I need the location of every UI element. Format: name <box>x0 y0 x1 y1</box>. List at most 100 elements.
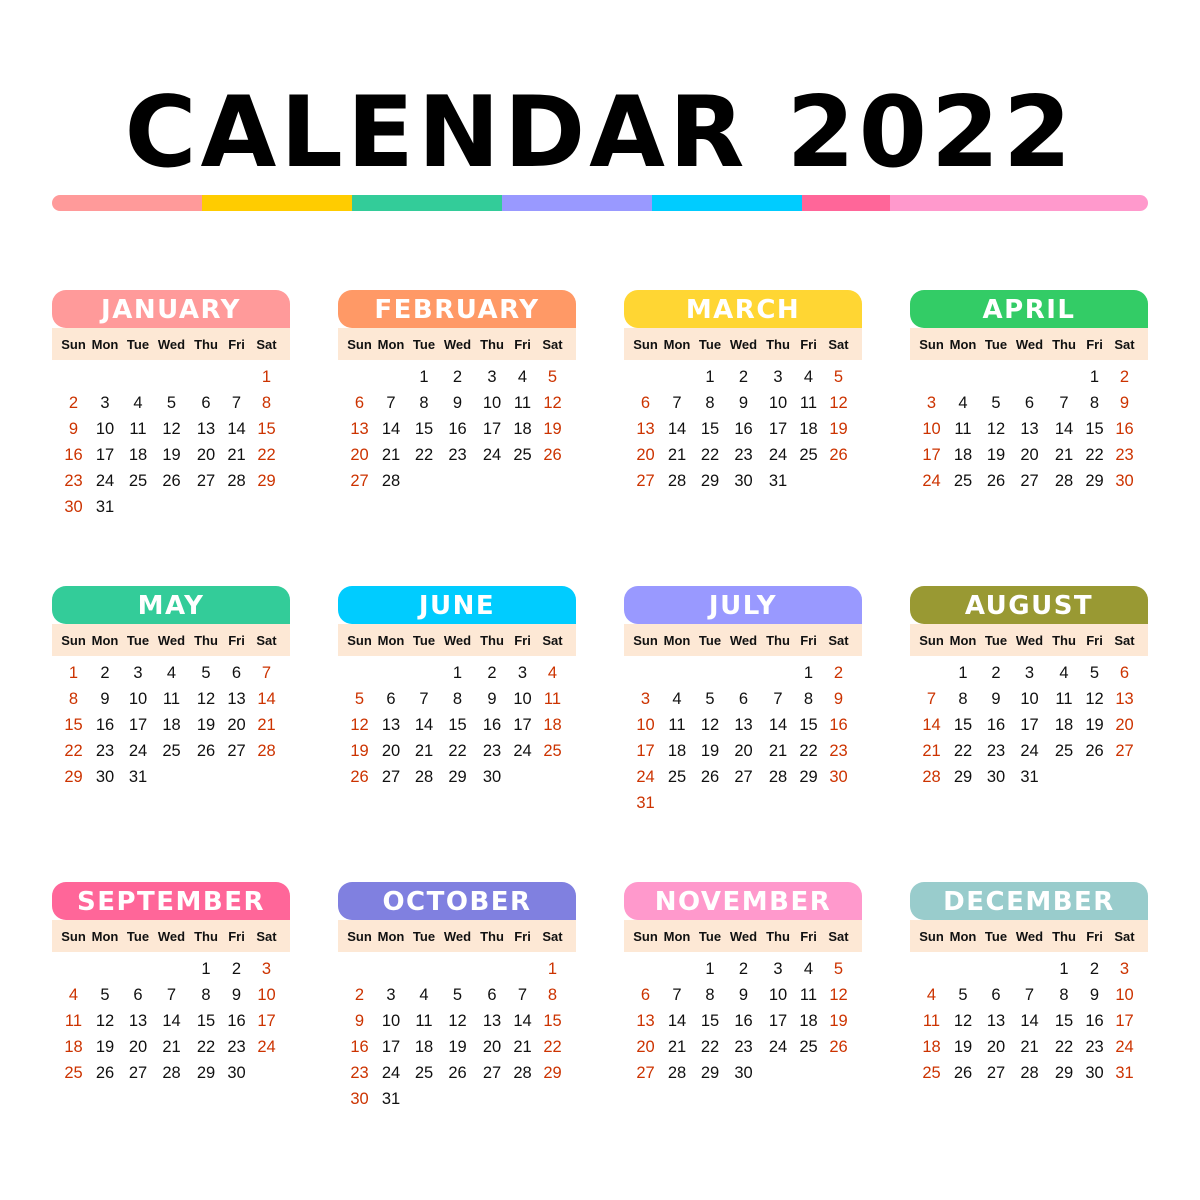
day-cell: 10 <box>922 420 941 438</box>
weekday-label: Thu <box>480 336 504 352</box>
day-cell: 19 <box>448 1038 467 1056</box>
day-cell: 4 <box>958 394 968 412</box>
day-cell: 22 <box>1054 1038 1074 1056</box>
day-cell: 27 <box>986 1064 1006 1082</box>
weekday-label: Mon <box>377 632 405 648</box>
empty-cell <box>660 364 694 390</box>
day-cell: 22 <box>700 446 720 464</box>
day-cell: 25 <box>543 742 562 760</box>
day-cell: 14 <box>257 690 276 708</box>
day-cell: 18 <box>64 1038 83 1056</box>
day-cell: 7 <box>517 986 528 1004</box>
empty-cell <box>440 956 475 982</box>
empty-cell <box>917 364 946 390</box>
day-cell: 10 <box>513 690 532 708</box>
day-cell: 4 <box>803 960 814 978</box>
day-cell: 7 <box>672 986 682 1004</box>
empty-cell <box>980 364 1012 390</box>
day-cell: 28 <box>667 1064 687 1082</box>
month-title: SEPTEMBER <box>52 882 290 920</box>
day-cell: 12 <box>829 986 848 1004</box>
day-cell: 3 <box>133 664 143 682</box>
day-cell: 31 <box>1115 1064 1134 1082</box>
day-cell: 4 <box>517 368 528 386</box>
day-cell: 4 <box>926 986 937 1004</box>
weekday-label: Mon <box>663 336 691 352</box>
day-cell: 28 <box>922 768 941 786</box>
day-cell: 23 <box>227 1038 246 1056</box>
stripe-segment <box>652 195 802 211</box>
day-cell: 25 <box>162 742 181 760</box>
day-cell: 11 <box>668 716 686 734</box>
day-cell: 4 <box>133 394 143 412</box>
day-cell: 11 <box>415 1012 433 1030</box>
day-cell: 8 <box>1089 394 1100 412</box>
day-cell: 22 <box>64 742 83 760</box>
day-cell: 15 <box>414 420 434 438</box>
day-cell: 6 <box>640 986 651 1004</box>
day-cell: 9 <box>738 986 749 1004</box>
day-cell: 7 <box>672 394 682 412</box>
day-cell: 14 <box>381 420 401 438</box>
day-cell: 25 <box>1054 742 1074 760</box>
day-cell: 3 <box>1024 664 1035 682</box>
weekday-label: Tue <box>126 928 150 944</box>
day-cell: 20 <box>350 446 369 464</box>
day-cell: 26 <box>829 446 848 464</box>
day-cell: 29 <box>953 768 973 786</box>
day-cell: 8 <box>261 394 272 412</box>
day-cell: 20 <box>128 1038 148 1056</box>
day-cell: 27 <box>1115 742 1134 760</box>
day-cell: 15 <box>1085 420 1104 438</box>
day-cell: 4 <box>166 664 177 682</box>
empty-cell <box>88 364 122 390</box>
day-cell: 31 <box>128 768 148 786</box>
day-cell: 12 <box>350 716 369 734</box>
month-title: MAY <box>52 586 290 624</box>
day-cell: 24 <box>257 1038 276 1056</box>
day-cell: 15 <box>700 1012 720 1030</box>
weekday-label: Sun <box>61 336 86 352</box>
empty-cell <box>631 956 660 982</box>
day-cell: 14 <box>513 1012 532 1030</box>
day-cell: 10 <box>95 420 115 438</box>
day-cell: 10 <box>636 716 655 734</box>
day-cell: 9 <box>68 420 79 438</box>
day-cell: 18 <box>799 1012 818 1030</box>
month-title: FEBRUARY <box>338 290 576 328</box>
day-cell: 4 <box>68 986 79 1004</box>
day-cell: 8 <box>1059 986 1069 1004</box>
day-cell: 2 <box>991 664 1001 682</box>
day-cell: 13 <box>482 1012 502 1030</box>
day-cell: 12 <box>1085 690 1104 708</box>
day-cell: 25 <box>513 446 532 464</box>
day-cell: 12 <box>95 1012 115 1030</box>
stripe-segment <box>52 195 202 211</box>
day-cell: 9 <box>100 690 110 708</box>
day-cell: 2 <box>738 368 749 386</box>
weekday-label: Sat <box>256 632 277 648</box>
weekday-label: Tue <box>698 928 722 944</box>
day-cell: 21 <box>227 446 246 464</box>
empty-cell <box>1012 956 1047 982</box>
day-cell: 18 <box>513 420 532 438</box>
weekday-label: Sun <box>347 632 372 648</box>
day-cell: 1 <box>705 368 715 386</box>
weekday-label: Thu <box>1052 632 1076 648</box>
empty-cell <box>694 660 726 686</box>
day-cell: 19 <box>95 1038 115 1056</box>
weekday-label: Wed <box>1015 928 1044 944</box>
day-cell: 15 <box>543 1012 562 1030</box>
day-cell: 13 <box>196 420 216 438</box>
empty-cell <box>761 660 795 686</box>
day-cell: 5 <box>958 986 968 1004</box>
day-cell: 2 <box>833 664 844 682</box>
day-cell: 21 <box>1020 1038 1039 1056</box>
weekday-label: Sat <box>256 336 277 352</box>
day-cell: 22 <box>257 446 276 464</box>
day-cell: 30 <box>986 768 1006 786</box>
